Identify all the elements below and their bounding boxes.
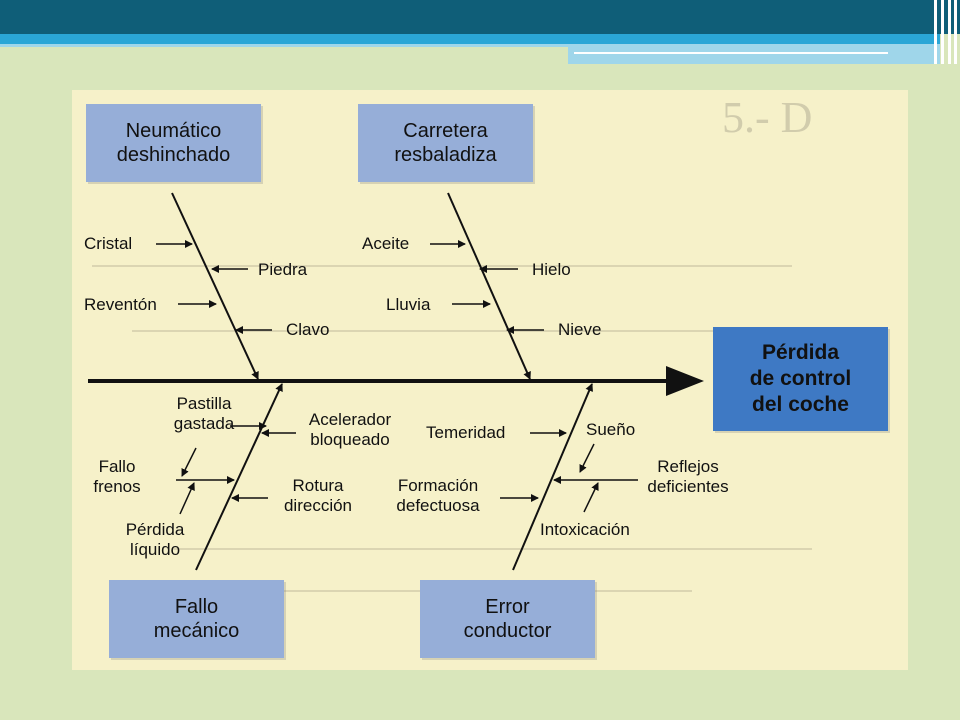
arrow-frenos-down [181,447,197,477]
bone-neumatico [171,192,259,380]
effect-label: Pérdida de control del coche [749,341,852,416]
cause-label-pastilla: Pastilla gastada [173,394,235,433]
category-box-mecanico: Fallo mecánico [109,580,284,658]
header-light-block [568,44,940,64]
header-white-line [574,52,888,54]
fishbone-figure: 5.- D [72,90,908,670]
arrow-intoxicacion-up [583,482,599,513]
cause-label-aceite: Aceite [362,234,410,253]
cause-label-rotura: Rotura dirección [283,476,353,515]
fishbone-lines [88,192,704,571]
bleed-through-line [92,265,792,267]
bone-mecanico [195,383,283,571]
cause-label-nieve: Nieve [558,320,602,339]
category-label: Neumático deshinchado [116,120,231,166]
header-light-strip [0,44,568,47]
cause-label-temeridad: Temeridad [426,423,506,442]
header-bar [0,0,960,34]
effect-box: Pérdida de control del coche [713,327,888,431]
arrow-sueno-down [579,443,595,473]
cause-label-frenos: Fallo frenos [93,457,141,496]
bleed-through-title: 5.- D [722,93,813,142]
category-label: Carretera resbaladiza [394,120,497,166]
header-stripe [948,0,951,64]
spine-arrowhead [666,366,704,396]
bone-carretera [447,192,531,380]
category-label: Fallo mecánico [153,596,240,642]
category-box-carretera: Carretera resbaladiza [358,104,533,182]
header-stripe [934,0,937,64]
category-label: Error conductor [463,596,552,642]
cause-label-acelerador: Acelerador bloqueado [308,410,392,449]
cause-label-cristal: Cristal [84,234,133,253]
cause-label-intoxicacion: Intoxicación [540,520,630,539]
bone-conductor [512,383,593,571]
header-stripe [941,0,944,64]
cause-label-formacion: Formación defectuosa [396,476,480,515]
arrow-perdida-up [179,482,195,515]
category-box-neumatico: Neumático deshinchado [86,104,261,182]
header-accent-bar [0,34,940,44]
header-stripe [954,0,957,64]
cause-label-perdida: Pérdida líquido [125,520,185,559]
cause-label-lluvia: Lluvia [386,295,431,314]
cause-label-reventon: Reventón [84,295,157,314]
cause-label-clavo: Clavo [286,320,330,339]
bleed-through-line [132,330,792,332]
bleed-through-line [172,548,812,550]
cause-label-piedra: Piedra [258,260,308,279]
cause-label-reflejos: Reflejos deficientes [647,457,729,496]
category-box-conductor: Error conductor [420,580,595,658]
cause-label-sueno: Sueño [586,420,636,439]
cause-label-hielo: Hielo [532,260,571,279]
